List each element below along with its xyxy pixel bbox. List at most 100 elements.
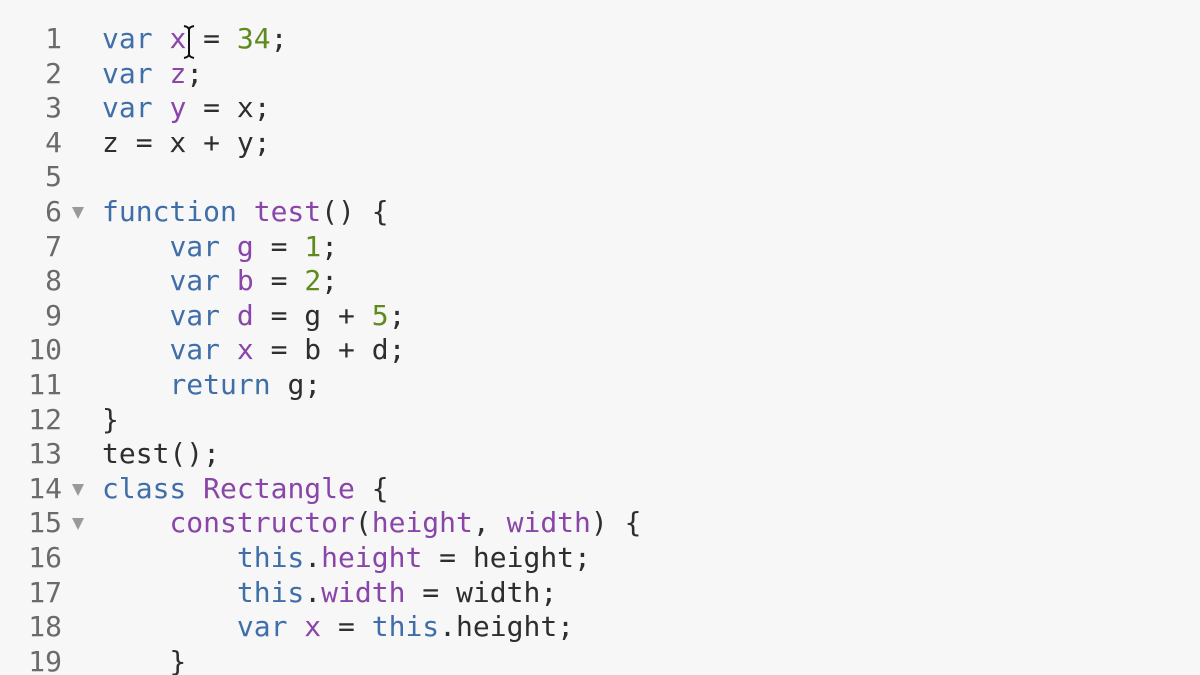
code-token bbox=[153, 22, 170, 55]
code-line[interactable]: class Rectangle { bbox=[102, 472, 389, 507]
code-token: var bbox=[102, 22, 153, 55]
code-line[interactable]: this.height = height; bbox=[102, 541, 591, 576]
code-line[interactable]: z = x + y; bbox=[102, 126, 271, 161]
code-line[interactable]: var g = 1; bbox=[102, 230, 338, 265]
code-token: var bbox=[169, 298, 221, 332]
code-token: . bbox=[304, 575, 322, 609]
code-token: this bbox=[371, 610, 440, 644]
code-token: ; bbox=[321, 229, 339, 263]
code-token: = bbox=[321, 610, 372, 644]
code-line[interactable]: var x = this.height; bbox=[102, 610, 574, 645]
code-token: = bbox=[186, 22, 237, 55]
code-line[interactable]: function test() { bbox=[102, 195, 389, 230]
code-token: class bbox=[102, 471, 187, 505]
line-number: 18 bbox=[28, 610, 62, 644]
code-token: = g + bbox=[253, 298, 372, 332]
code-line[interactable]: constructor(height, width) { bbox=[102, 506, 641, 541]
code-token: g bbox=[236, 229, 254, 263]
code-token: function bbox=[102, 195, 237, 228]
code-token: = b + d; bbox=[253, 333, 406, 367]
line-number: 9 bbox=[45, 298, 62, 332]
code-token: g; bbox=[270, 368, 322, 401]
code-token: ; bbox=[388, 298, 406, 332]
code-token: this bbox=[236, 575, 305, 609]
line-number: 10 bbox=[28, 333, 62, 367]
code-token: var bbox=[169, 333, 221, 367]
code-token: = width; bbox=[405, 575, 558, 609]
code-token bbox=[237, 195, 254, 228]
fold-triangle-down-icon[interactable] bbox=[72, 518, 84, 531]
code-line[interactable]: this.width = width; bbox=[102, 576, 557, 611]
code-area[interactable]: var x = 34;var z;var y = x;z = x + y;fun… bbox=[102, 0, 1200, 675]
code-token: height bbox=[371, 506, 473, 540]
code-token bbox=[220, 264, 237, 297]
code-token bbox=[220, 333, 237, 366]
line-number: 15 bbox=[28, 506, 62, 540]
code-line[interactable]: var b = 2; bbox=[102, 264, 338, 299]
code-line[interactable]: test(); bbox=[102, 437, 220, 472]
code-token bbox=[186, 472, 203, 505]
code-token: = bbox=[253, 229, 305, 263]
fold-triangle-down-icon[interactable] bbox=[72, 483, 84, 496]
code-token bbox=[102, 610, 237, 643]
code-token: 2 bbox=[304, 264, 322, 298]
code-token: } bbox=[102, 644, 187, 675]
code-token: return bbox=[169, 368, 271, 401]
fold-triangle-down-icon[interactable] bbox=[72, 207, 84, 219]
line-number: 11 bbox=[28, 368, 62, 401]
code-token: width bbox=[506, 506, 591, 540]
code-token: () { bbox=[321, 195, 389, 228]
text-cursor-ibeam-icon bbox=[183, 25, 195, 59]
code-token bbox=[102, 541, 237, 574]
code-line[interactable]: var x = b + d; bbox=[102, 333, 405, 368]
line-number: 12 bbox=[28, 402, 62, 436]
line-number: 13 bbox=[28, 437, 62, 471]
code-token: , bbox=[472, 506, 507, 540]
code-line[interactable]: } bbox=[102, 403, 119, 438]
line-number: 1 bbox=[45, 22, 62, 55]
code-token: z bbox=[169, 56, 187, 90]
code-token bbox=[102, 576, 237, 609]
code-token: test(); bbox=[102, 437, 221, 471]
code-token: ; bbox=[321, 264, 339, 298]
code-line[interactable]: } bbox=[102, 645, 186, 675]
code-token: } bbox=[102, 402, 119, 436]
line-number: 6 bbox=[45, 195, 62, 228]
code-token: b bbox=[236, 264, 254, 298]
code-token: = x; bbox=[186, 91, 271, 125]
code-token: 5 bbox=[371, 298, 389, 332]
code-line[interactable]: return g; bbox=[102, 368, 321, 403]
code-token: 1 bbox=[304, 229, 322, 263]
code-token bbox=[102, 506, 169, 539]
line-number: 17 bbox=[28, 575, 62, 609]
code-token: var bbox=[169, 264, 221, 298]
code-line[interactable]: var y = x; bbox=[102, 91, 271, 126]
line-number: 8 bbox=[45, 264, 62, 298]
code-token: constructor bbox=[169, 506, 355, 540]
code-token: test bbox=[253, 195, 322, 228]
code-token: .height; bbox=[439, 610, 575, 644]
line-number: 5 bbox=[45, 160, 62, 194]
code-line[interactable]: var x = 34; bbox=[102, 22, 287, 57]
code-token bbox=[220, 299, 237, 332]
code-token: ; bbox=[186, 56, 204, 90]
code-line[interactable]: var z; bbox=[102, 57, 203, 92]
code-token bbox=[102, 299, 169, 332]
code-token: ( bbox=[354, 506, 372, 540]
code-token bbox=[220, 230, 237, 263]
code-token: x bbox=[304, 610, 322, 644]
code-token: z = x + y; bbox=[102, 125, 271, 159]
code-token: x bbox=[236, 333, 254, 367]
code-token bbox=[153, 57, 170, 90]
code-token: ; bbox=[270, 22, 288, 55]
line-number: 3 bbox=[45, 91, 62, 125]
code-token bbox=[153, 91, 170, 124]
line-number: 4 bbox=[45, 125, 62, 159]
code-token bbox=[102, 264, 169, 297]
code-token: 34 bbox=[236, 22, 271, 55]
code-line[interactable]: var d = g + 5; bbox=[102, 299, 405, 334]
code-token: d bbox=[236, 298, 254, 332]
code-token: . bbox=[304, 541, 322, 574]
